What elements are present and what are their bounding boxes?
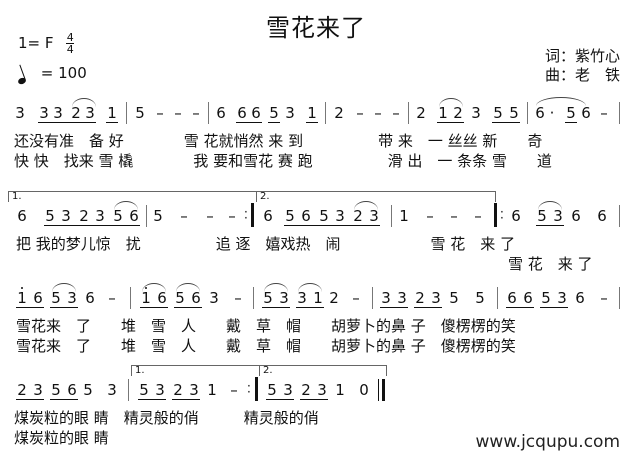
- song-title: 雪花来了: [266, 14, 366, 42]
- lyrics-verse-2: 煤炭粒的眼 睛: [14, 429, 109, 447]
- lyrics-verse-2: 雪花来 了 堆 雪 人 戴 草 帽 胡萝卜的鼻 子 傻楞楞的笑: [16, 337, 516, 355]
- credits: 词：紫竹心 曲：老 铁: [545, 47, 620, 85]
- tempo-value: = 100: [40, 64, 87, 82]
- composer: 老 铁: [574, 66, 620, 84]
- lyrics-verse-1: 把 我的梦儿惊 扰 追 逐 嬉戏热 闹 雪 花 来 了: [16, 235, 516, 253]
- volta-1-bracket: 1.: [131, 365, 260, 376]
- key-signature: 1= F: [18, 34, 54, 52]
- lyrics-verse-1: 还没有准 备 好 雪 花就悄然 来 到 带 来 一 丝丝 新 奇: [14, 132, 543, 150]
- lyrics-verse-2: 快 快 找来 雪 橇 我 要和雪花 赛 跑 滑 出 一 条条 雪 道: [14, 152, 552, 170]
- lyricist: 紫竹心: [574, 47, 620, 65]
- key-signature-line: 1= F 4 4: [18, 31, 75, 56]
- volta-2-bracket: 2.: [256, 191, 496, 202]
- tempo-marking: = 100: [17, 62, 87, 86]
- volta-2-bracket: 2.: [259, 365, 387, 376]
- quarter-note-icon: [17, 76, 27, 86]
- watermark: www.jcqupu.com: [475, 432, 620, 452]
- composer-row: 曲：老 铁: [544, 66, 620, 84]
- lyrics-verse-2: 雪 花 来 了: [508, 255, 593, 273]
- time-signature: 4 4: [66, 31, 75, 56]
- lyricist-row: 词：紫竹心: [544, 47, 620, 65]
- lyrics-verse-1: 雪花来 了 堆 雪 人 戴 草 帽 胡萝卜的鼻 子 傻楞楞的笑: [16, 317, 516, 335]
- volta-1-bracket: 1.: [8, 191, 257, 202]
- lyrics-verse-1: 煤炭粒的眼 睛 精灵般的俏 精灵般的俏: [14, 409, 319, 427]
